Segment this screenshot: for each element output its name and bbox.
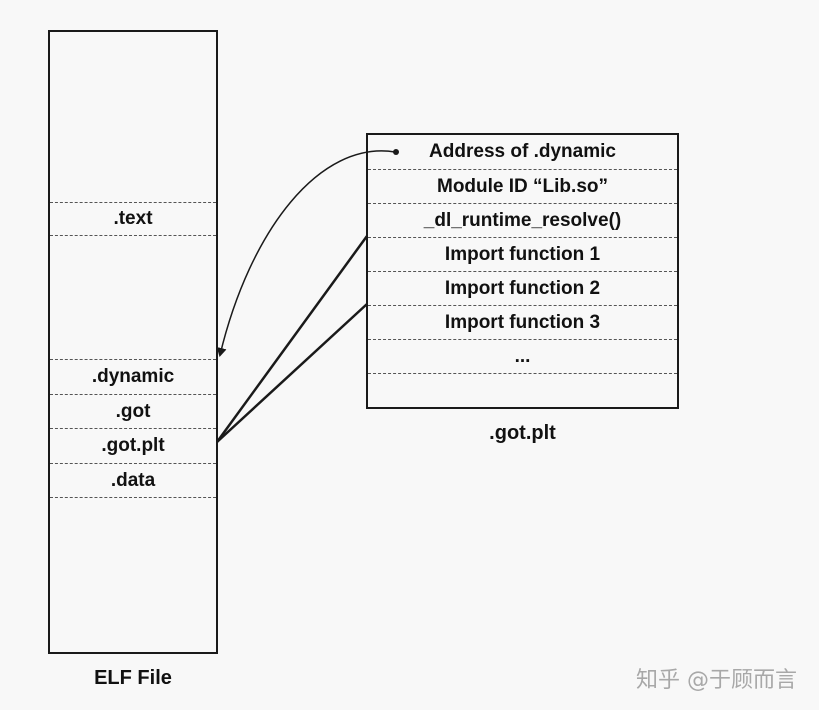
got-plt-entry: Import function 1 xyxy=(368,237,677,271)
got-plt-entry xyxy=(368,373,677,409)
elf-section-label: .got.plt xyxy=(101,435,165,456)
elf-section-text: .text xyxy=(50,202,216,236)
elf-file-box: .text .dynamic .got .got.plt .data xyxy=(48,30,218,654)
elf-section-label: .got xyxy=(115,400,151,422)
watermark: 知乎 @于顾而言 xyxy=(636,668,797,693)
got-plt-link-upper xyxy=(215,235,369,443)
got-plt-caption: .got.plt xyxy=(489,422,556,444)
elf-section-data: .data xyxy=(50,463,216,498)
got-plt-entry: Module ID “Lib.so” xyxy=(368,169,677,203)
got-plt-entry: Import function 2 xyxy=(368,271,677,305)
got-plt-entry: _dl_runtime_resolve() xyxy=(368,203,677,237)
got-plt-entry-label: Address of .dynamic xyxy=(429,141,616,162)
elf-section-got-plt: .got.plt xyxy=(50,428,216,463)
elf-section-label: .text xyxy=(113,208,153,229)
elf-section-label: .data xyxy=(110,469,156,491)
got-plt-entry-label: ... xyxy=(514,345,531,367)
got-plt-entry: Import function 3 xyxy=(368,305,677,339)
elf-section-label: .dynamic xyxy=(91,366,175,387)
got-plt-entry-label: Import function 2 xyxy=(444,277,601,299)
got-plt-entry-label: Module ID “Lib.so” xyxy=(437,175,608,197)
got-plt-link-lower xyxy=(216,303,368,443)
got-plt-entry: Address of .dynamic xyxy=(368,135,677,169)
elf-section-dynamic: .dynamic xyxy=(50,359,216,394)
got-plt-entry: ... xyxy=(368,339,677,373)
got-plt-entry-label: _dl_runtime_resolve() xyxy=(423,209,622,231)
got-plt-entry-label: Import function 3 xyxy=(444,311,601,333)
elf-section-got: .got xyxy=(50,394,216,428)
got-plt-entry-label: Import function 1 xyxy=(444,243,601,265)
elf-file-caption: ELF File xyxy=(94,667,172,689)
got-plt-box: Address of .dynamic Module ID “Lib.so” _… xyxy=(366,133,679,409)
